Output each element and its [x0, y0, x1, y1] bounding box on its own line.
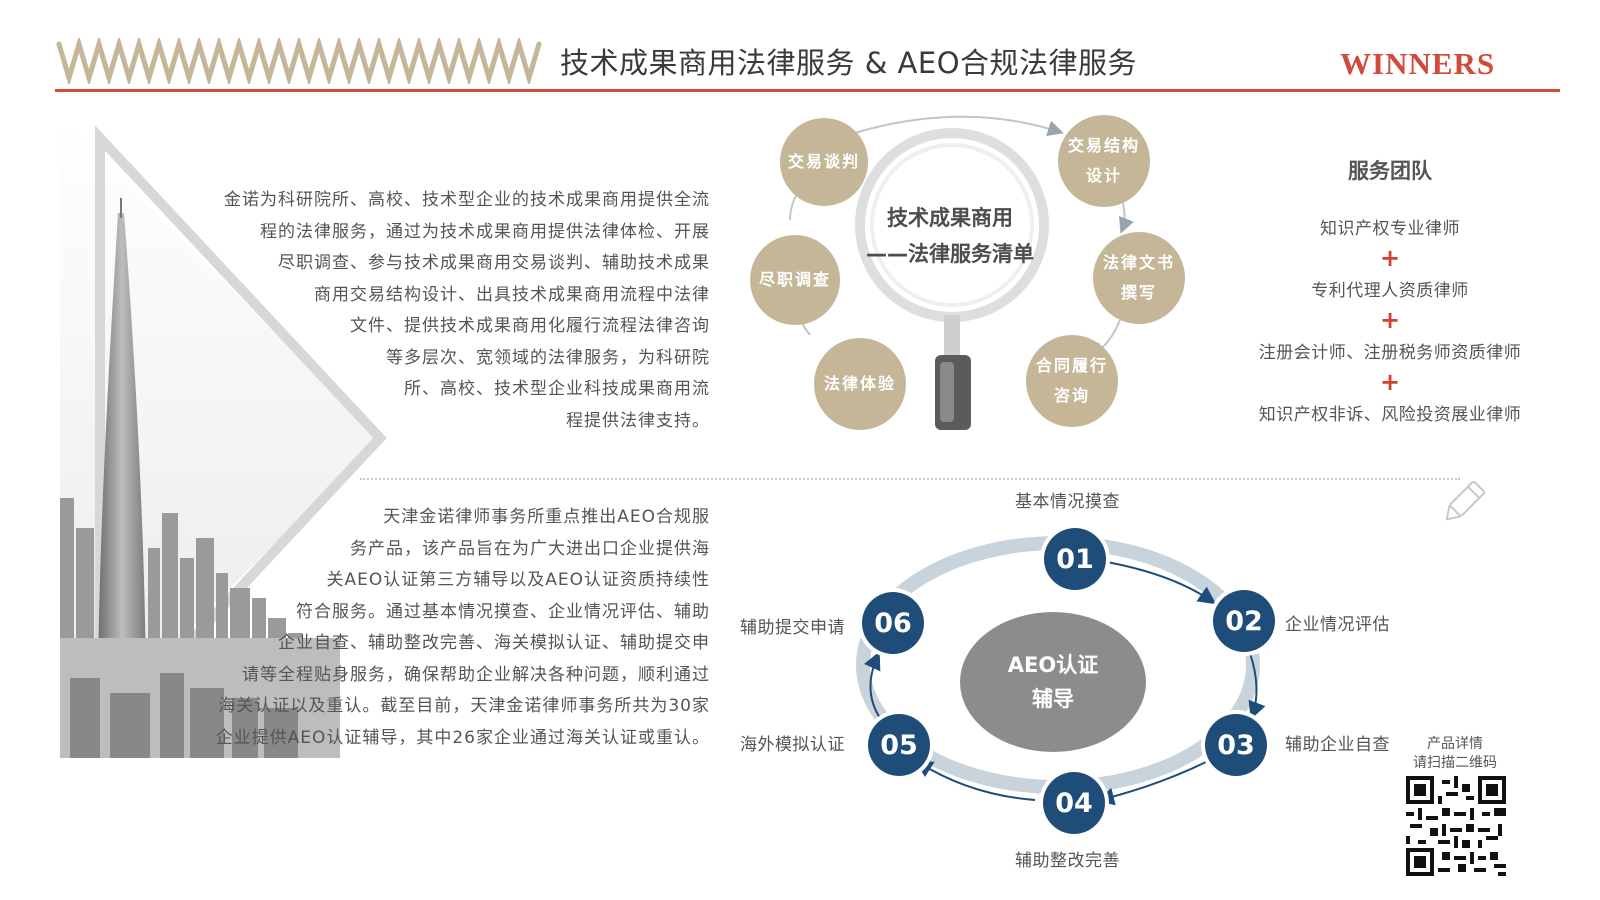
aeo-line: 企业提供AEO认证辅导，其中26家企业通过海关认证或重认。: [215, 727, 710, 748]
intro-line: 尽职调查、参与技术成果商用交易谈判、辅助技术成果: [278, 253, 710, 273]
step-02: 02: [1213, 590, 1275, 652]
node-transaction-structure: 交易结构设计: [1058, 115, 1150, 207]
aeo-intro-text: 天津金诺律师事务所重点推出AEO合规服 务产品，该产品旨在为广大进出口企业提供海…: [140, 502, 710, 754]
tech-title-line1: 技术成果商用: [887, 206, 1013, 230]
intro-line: 文件、提供技术成果商用化履行流程法律咨询: [350, 316, 710, 336]
node-label: 尽职调查: [758, 270, 831, 289]
tower-photo: [60, 118, 387, 758]
node-label: 撰写: [1120, 283, 1157, 302]
qr-code[interactable]: [1406, 776, 1506, 876]
team-member: 专利代理人资质律师: [1311, 281, 1469, 301]
team-heading: 服务团队: [1348, 159, 1432, 183]
step-03: 03: [1205, 714, 1267, 776]
tech-diagram-title: 技术成果商用 ——法律服务清单: [840, 200, 1060, 272]
tech-title-line2: ——法律服务清单: [866, 242, 1034, 266]
qr-caption-line1: 产品详情: [1427, 736, 1483, 752]
aeo-center-line2: 辅导: [1032, 687, 1074, 711]
node-transaction-negotiation: 交易谈判: [780, 118, 868, 206]
section-divider: [360, 478, 1460, 480]
team-member: 知识产权专业律师: [1320, 219, 1460, 239]
step-02-label: 企业情况评估: [1285, 615, 1390, 635]
aeo-line: 务产品，该产品旨在为广大进出口企业提供海: [350, 538, 710, 559]
step-04: 04: [1043, 772, 1105, 834]
page-title: 技术成果商用法律服务 & AEO合规法律服务: [560, 46, 1138, 80]
node-label: 设计: [1085, 166, 1122, 185]
aeo-line: 符合服务。通过基本情况摸查、企业情况评估、辅助: [296, 601, 710, 622]
aeo-center: AEO认证 辅导: [960, 612, 1146, 752]
intro-line: 程的法律服务，通过为技术成果商用提供法律体检、开展: [260, 221, 710, 242]
aeo-center-line1: AEO认证: [1007, 653, 1099, 677]
plus-icon: +: [1379, 244, 1401, 272]
winners-logo: WINNERS: [1340, 46, 1496, 81]
step-05: 05: [868, 714, 930, 776]
node-contract-performance: 合同履行咨询: [1026, 335, 1118, 427]
node-label: 合同履行: [1035, 356, 1108, 375]
intro-line: 程提供法律支持。: [566, 410, 710, 431]
team-member: 注册会计师、注册税务师资质律师: [1258, 343, 1522, 363]
intro-line: 等多层次、宽领域的法律服务，为科研院: [386, 347, 710, 368]
qr-caption-line2: 请扫描二维码: [1413, 755, 1497, 771]
step-03-label: 辅助企业自查: [1285, 735, 1390, 755]
node-label: 咨询: [1053, 386, 1090, 405]
node-legal-documents: 法律文书撰写: [1093, 232, 1185, 324]
node-label: 交易谈判: [787, 152, 860, 171]
intro-line: 所、高校、技术型企业科技成果商用流: [404, 379, 710, 399]
intro-line: 商用交易结构设计、出具技术成果商用流程中法律: [314, 284, 710, 305]
intro-line: 金诺为科研院所、高校、技术型企业的技术成果商用提供全流: [224, 190, 710, 210]
node-label: 交易结构: [1067, 136, 1140, 155]
zigzag-decoration: [56, 38, 542, 84]
aeo-line: 关AEO认证第三方辅导以及AEO认证资质持续性: [326, 570, 710, 590]
qr-caption: 产品详情 请扫描二维码: [1405, 735, 1505, 773]
plus-icon: +: [1379, 368, 1401, 396]
tech-intro-text: 金诺为科研院所、高校、技术型企业的技术成果商用提供全流 程的法律服务，通过为技术…: [140, 185, 710, 437]
node-legal-checkup: 法律体验: [814, 338, 906, 430]
header-rule: [55, 89, 1560, 92]
step-06-label: 辅助提交申请: [740, 618, 845, 638]
step-01: 01: [1044, 528, 1106, 590]
node-label: 法律文书: [1102, 253, 1175, 272]
aeo-line: 企业自查、辅助整改完善、海关模拟认证、辅助提交申: [278, 633, 710, 653]
node-label: 法律体验: [823, 374, 896, 393]
aeo-line: 海关认证以及重认。截至目前，天津金诺律师事务所共为30家: [218, 696, 710, 716]
step-06: 06: [862, 592, 924, 654]
team-member: 知识产权非诉、风险投资展业律师: [1258, 405, 1522, 425]
pencil-icon: [1445, 480, 1486, 521]
aeo-line: 天津金诺律师事务所重点推出AEO合规服: [383, 507, 710, 527]
node-due-diligence: 尽职调查: [750, 235, 840, 325]
plus-icon: +: [1379, 306, 1401, 334]
step-01-label: 基本情况摸查: [1015, 492, 1120, 512]
step-04-label: 辅助整改完善: [1015, 851, 1120, 871]
aeo-line: 请等全程贴身服务，确保帮助企业解决各种问题，顺利通过: [242, 664, 710, 685]
step-05-label: 海外模拟认证: [740, 735, 845, 755]
